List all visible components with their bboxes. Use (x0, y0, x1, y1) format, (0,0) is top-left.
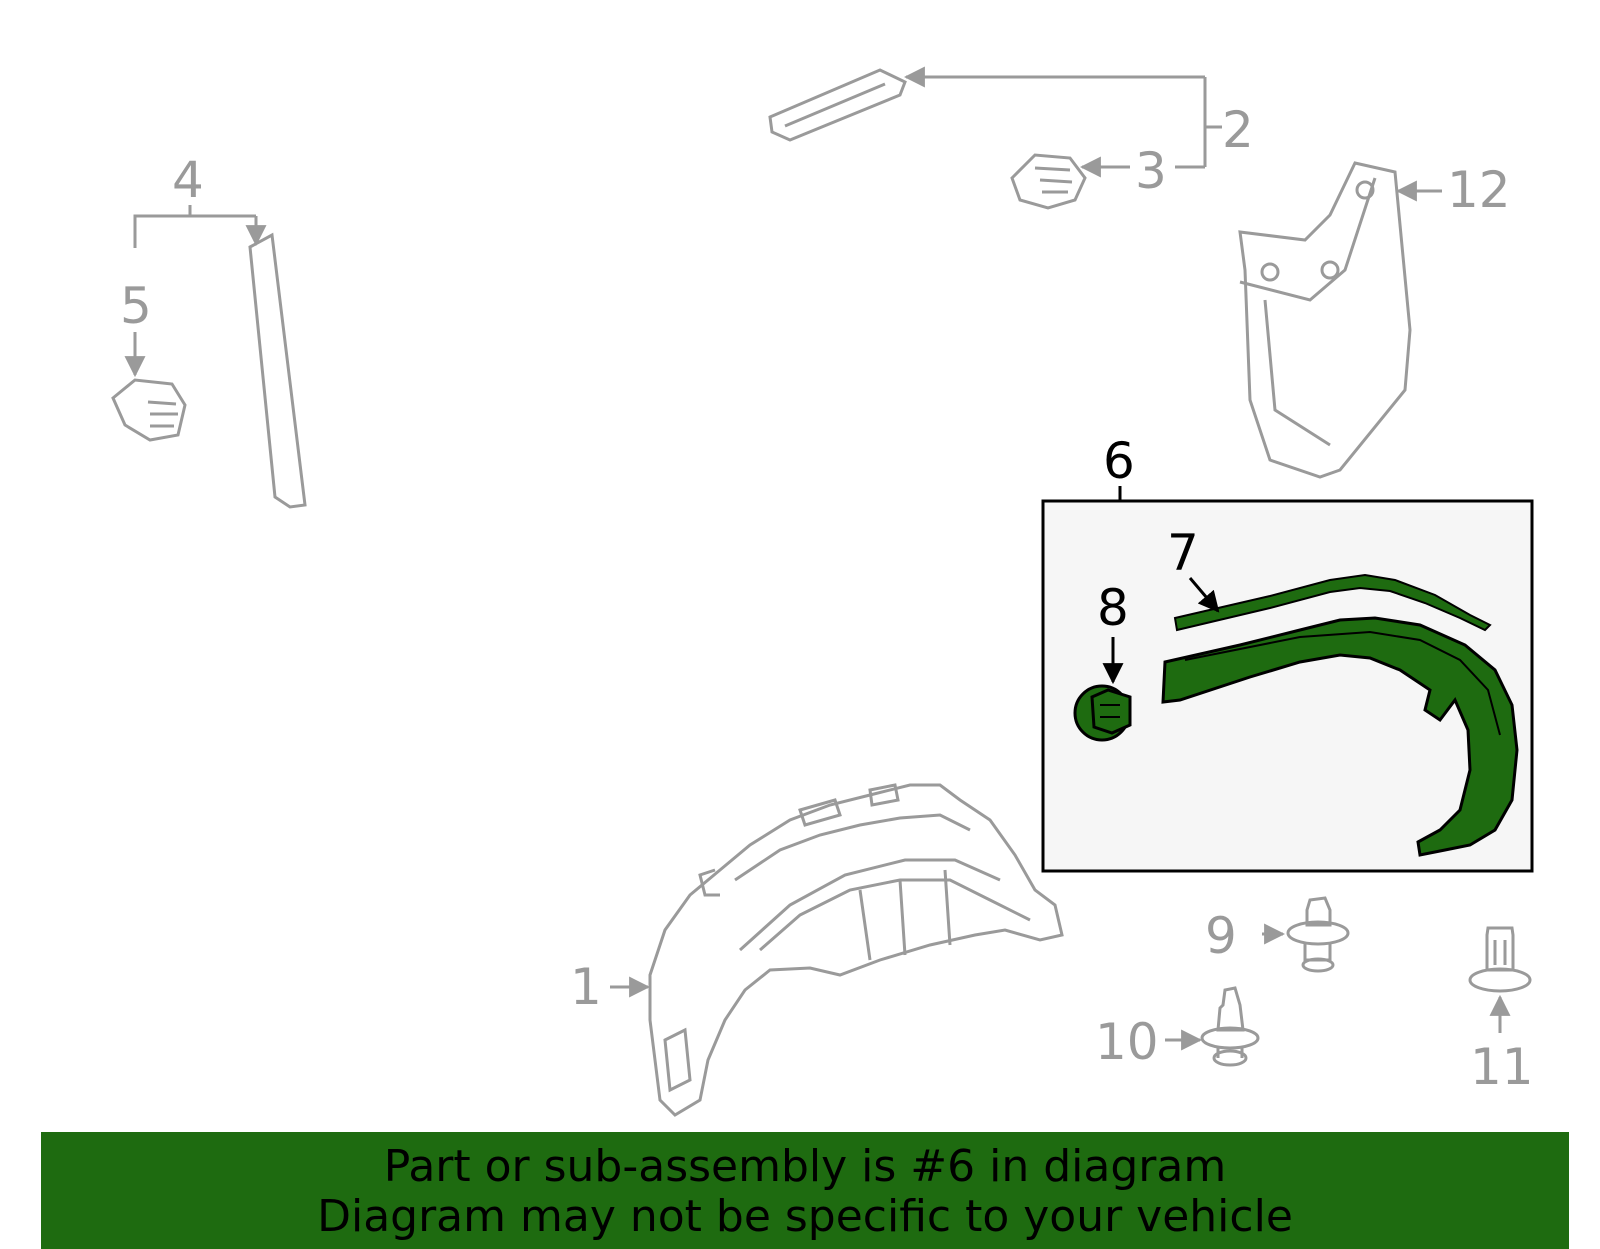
callout-bracket-4-5 (124, 205, 267, 378)
callout-5: 5 (120, 277, 152, 335)
banner-line-1: Part or sub-assembly is #6 in diagram (383, 1141, 1227, 1192)
info-banner: Part or sub-assembly is #6 in diagram Di… (41, 1132, 1569, 1249)
callout-arrow-7 (1188, 577, 1220, 613)
callout-2: 2 (1222, 101, 1254, 159)
callout-9: 9 (1205, 907, 1237, 965)
part-2-sill-plate (768, 68, 907, 142)
part-1-wheelhouse-liner (648, 783, 1064, 1117)
part-6-fender-flare (1161, 616, 1519, 857)
callout-6: 6 (1103, 432, 1135, 490)
banner-line-2: Diagram may not be specific to your vehi… (317, 1191, 1293, 1242)
part-10-push-rivet (1200, 986, 1260, 1067)
part-4-molding (248, 232, 307, 509)
part-6-inner-edge (1184, 630, 1501, 736)
part-11-push-clip (1468, 926, 1532, 993)
callout-4: 4 (172, 151, 204, 209)
callout-1: 1 (570, 958, 602, 1016)
part-12-mud-flap (1238, 161, 1412, 479)
part-3-clip (1010, 153, 1087, 210)
part-9-push-pin (1286, 896, 1350, 973)
callout-11: 11 (1470, 1038, 1534, 1096)
part-5-clip (111, 378, 187, 442)
part-7-seal-strip (1173, 573, 1492, 632)
callout-12: 12 (1447, 161, 1511, 219)
part-8-clip (1073, 684, 1132, 742)
callout-10: 10 (1095, 1013, 1159, 1071)
callout-3: 3 (1135, 142, 1167, 200)
callout-bracket-2-3 (903, 66, 1222, 178)
callout-8: 8 (1097, 579, 1129, 637)
callout-7: 7 (1167, 524, 1199, 582)
